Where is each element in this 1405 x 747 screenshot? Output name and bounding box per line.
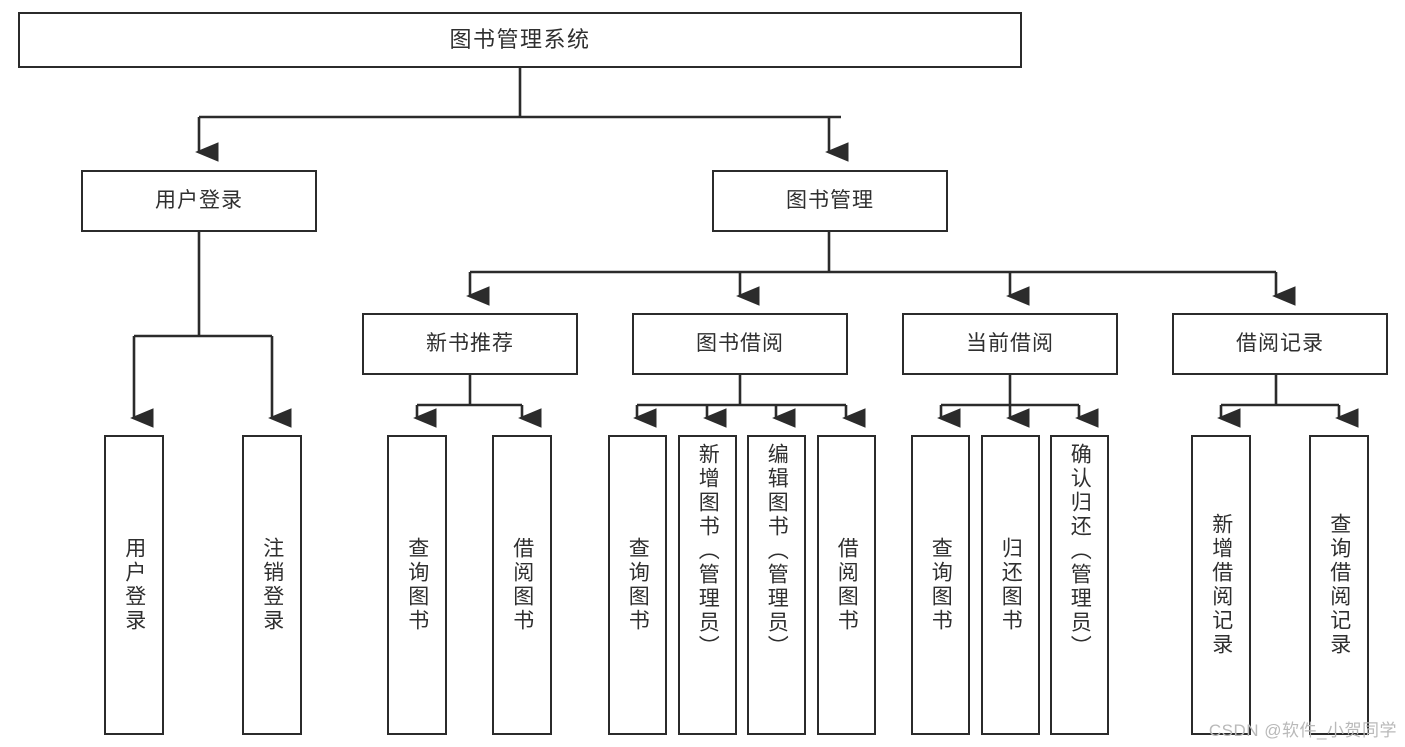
node-label: 图书管理系统	[449, 26, 591, 52]
node-label: 图书借阅	[696, 332, 784, 356]
leaf-query-book-current[interactable]: 查询图书	[911, 435, 970, 735]
node-label: 新书推荐	[426, 332, 514, 356]
node-label: 查询借阅记录	[1327, 513, 1351, 657]
node-label: 图书管理	[786, 189, 874, 213]
node-new-book-recommend[interactable]: 新书推荐	[362, 313, 578, 375]
node-label: 查询图书	[626, 537, 650, 633]
node-label: 查询图书	[929, 537, 953, 633]
node-book-borrow[interactable]: 图书借阅	[632, 313, 848, 375]
node-label: 借阅记录	[1236, 332, 1324, 356]
node-label: 新增借阅记录	[1209, 513, 1233, 657]
node-user-login[interactable]: 用户登录	[81, 170, 317, 232]
leaf-borrow-book[interactable]: 借阅图书	[817, 435, 876, 735]
node-label: 编辑图书（管理员）	[765, 443, 789, 659]
leaf-borrow-book-recommend[interactable]: 借阅图书	[492, 435, 552, 735]
leaf-logout[interactable]: 注销登录	[242, 435, 302, 735]
node-root-book-management-system[interactable]: 图书管理系统	[18, 12, 1022, 68]
leaf-user-login[interactable]: 用户登录	[104, 435, 164, 735]
leaf-add-borrow-record[interactable]: 新增借阅记录	[1191, 435, 1251, 735]
node-label: 借阅图书	[835, 537, 859, 633]
node-book-management[interactable]: 图书管理	[712, 170, 948, 232]
leaf-query-book-borrow[interactable]: 查询图书	[608, 435, 667, 735]
node-label: 用户登录	[122, 537, 146, 633]
leaf-return-book[interactable]: 归还图书	[981, 435, 1040, 735]
node-label: 确认归还（管理员）	[1068, 443, 1092, 659]
node-label: 当前借阅	[966, 332, 1054, 356]
leaf-add-book-admin[interactable]: 新增图书（管理员）	[678, 435, 737, 735]
leaf-query-book-recommend[interactable]: 查询图书	[387, 435, 447, 735]
node-label: 借阅图书	[510, 537, 534, 633]
leaf-edit-book-admin[interactable]: 编辑图书（管理员）	[747, 435, 806, 735]
node-label: 归还图书	[999, 537, 1023, 633]
node-label: 注销登录	[260, 537, 284, 633]
leaf-confirm-return-admin[interactable]: 确认归还（管理员）	[1050, 435, 1109, 735]
node-borrow-record[interactable]: 借阅记录	[1172, 313, 1388, 375]
node-current-borrow[interactable]: 当前借阅	[902, 313, 1118, 375]
node-label: 用户登录	[155, 189, 243, 213]
watermark-text: CSDN @软件_小贺同学	[1208, 721, 1397, 740]
leaf-query-borrow-record[interactable]: 查询借阅记录	[1309, 435, 1369, 735]
node-label: 查询图书	[405, 537, 429, 633]
node-label: 新增图书（管理员）	[696, 443, 720, 659]
